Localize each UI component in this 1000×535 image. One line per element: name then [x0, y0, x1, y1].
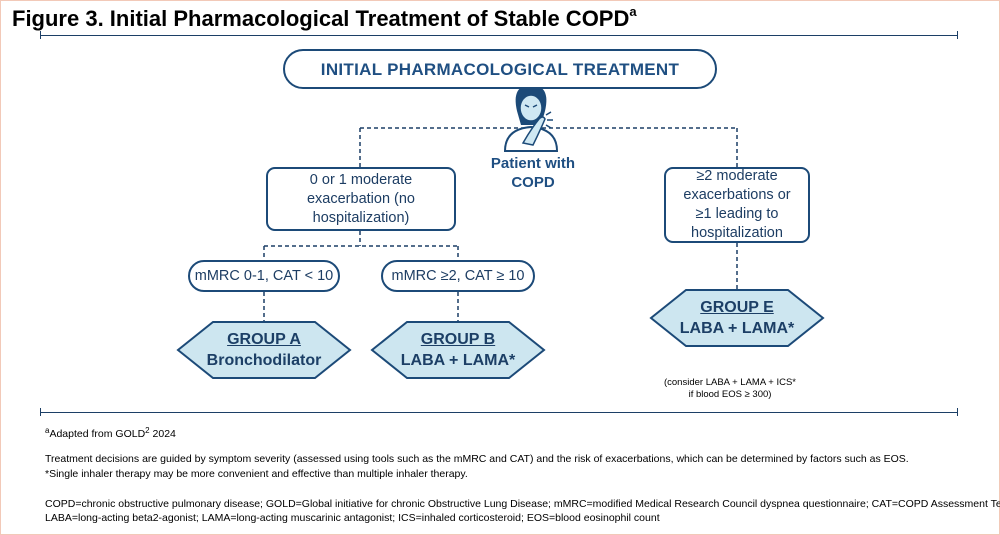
initial-treatment-box: INITIAL PHARMACOLOGICAL TREATMENT	[283, 49, 717, 89]
low-exacerbation-box: 0 or 1 moderate exacerbation (no hospita…	[266, 167, 456, 231]
patient-coughing-icon	[503, 85, 559, 152]
criteria-a-box: mMRC 0-1, CAT < 10	[188, 260, 340, 292]
criteria-b-box: mMRC ≥2, CAT ≥ 10	[381, 260, 535, 292]
treatment-note: Treatment decisions are guided by sympto…	[45, 453, 909, 465]
group-e-label: GROUP E LABA + LAMA*	[679, 299, 795, 337]
single-inhaler-note: *Single inhaler therapy may be more conv…	[45, 468, 468, 480]
figure-title: Figure 3. Initial Pharmacological Treatm…	[12, 4, 637, 31]
bottom-rule	[40, 408, 958, 416]
patient-label: Patient with COPD	[490, 155, 576, 191]
adapted-footnote: aAdapted from GOLD2 2024	[45, 426, 176, 440]
group-a-label: GROUP A Bronchodilator	[206, 331, 322, 369]
group-e-hexagon	[649, 289, 825, 347]
group-a-hexagon	[176, 321, 352, 379]
group-b-hexagon	[370, 321, 546, 379]
abbreviations-line-1: COPD=chronic obstructive pulmonary disea…	[45, 498, 1000, 510]
group-b-label: GROUP B LABA + LAMA*	[400, 331, 516, 369]
group-e-note: (consider LABA + LAMA + ICS* if blood EO…	[663, 377, 796, 400]
top-rule	[40, 31, 958, 39]
high-exacerbation-box: ≥2 moderate exacerbations or ≥1 leading …	[664, 167, 810, 243]
abbreviations-line-2: LABA=long-acting beta2-agonist; LAMA=lon…	[45, 512, 660, 524]
